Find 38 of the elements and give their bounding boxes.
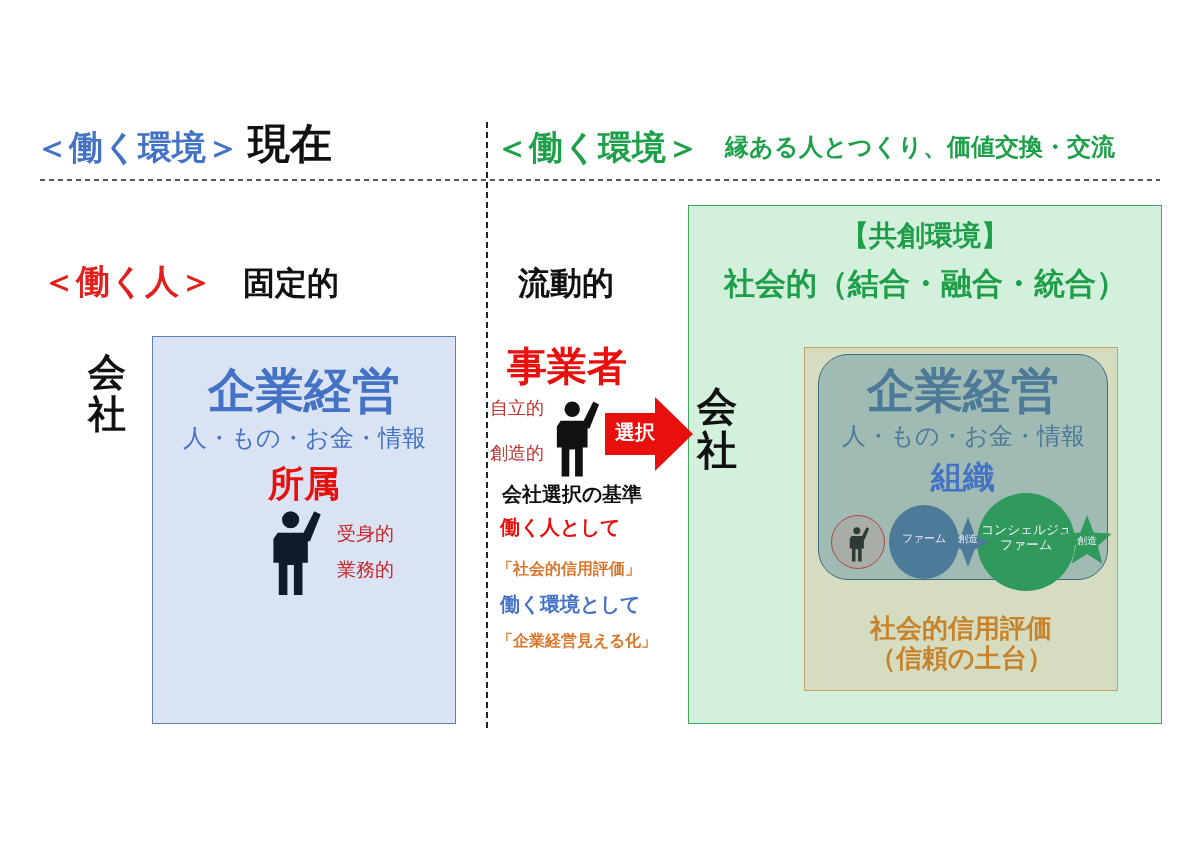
section-subheading: 縁ある人とつくり、価値交換・交流 (725, 134, 1115, 162)
section-heading: ＜働く環境＞ (35, 128, 240, 168)
trait-text: 業務的 (337, 559, 394, 581)
heading-text: 【共創環境】 (841, 220, 1009, 253)
criteria-text: 「企業経営見える化」 (497, 632, 657, 651)
heading-text: 企業経営 (208, 363, 400, 419)
row-heading: ＜働く人＞ (42, 262, 213, 302)
state-text: 流動的 (518, 265, 614, 302)
foundation-text: 社会的信用評価（信頼の土台） (868, 614, 1054, 674)
resource-text: 人・もの・お金・情報 (182, 425, 426, 453)
role-text: 事業者 (507, 343, 627, 389)
company-box (152, 336, 456, 724)
trait-text: 創造的 (490, 443, 544, 464)
criteria-text: 「社会的信用評価」 (497, 560, 641, 579)
company-text: 会社 (88, 352, 126, 436)
node-label: 創造 (1077, 535, 1097, 547)
section-heading: 現在 (248, 120, 332, 169)
trust-foundation-box (804, 347, 1118, 691)
heading-text: 企業経営 (867, 363, 1059, 419)
node-label: 創造 (958, 533, 978, 545)
co-creation-panel (688, 205, 1162, 724)
section-heading: ＜働く環境＞ (495, 128, 700, 168)
block-arrow (605, 397, 693, 471)
status-text: 組織 (931, 459, 995, 496)
criteria-text: 働く人として (500, 516, 620, 539)
node-label: コンシェルジュファーム (979, 523, 1073, 553)
criteria-heading: 会社選択の基準 (502, 483, 642, 506)
node-label: ファーム (902, 533, 946, 546)
criteria-text: 働く環境として (500, 593, 640, 616)
company-text: 会社 (697, 384, 737, 472)
resource-text: 人・もの・お金・情報 (841, 423, 1085, 451)
edge-label: 選択 (615, 421, 655, 444)
status-text: 所属 (268, 463, 340, 505)
trait-text: 自立的 (490, 398, 544, 419)
heading-text: 社会的（結合・融合・統合） (723, 266, 1127, 302)
trait-text: 受身的 (337, 523, 394, 545)
person-circle (831, 515, 885, 569)
state-text: 固定的 (243, 265, 339, 302)
